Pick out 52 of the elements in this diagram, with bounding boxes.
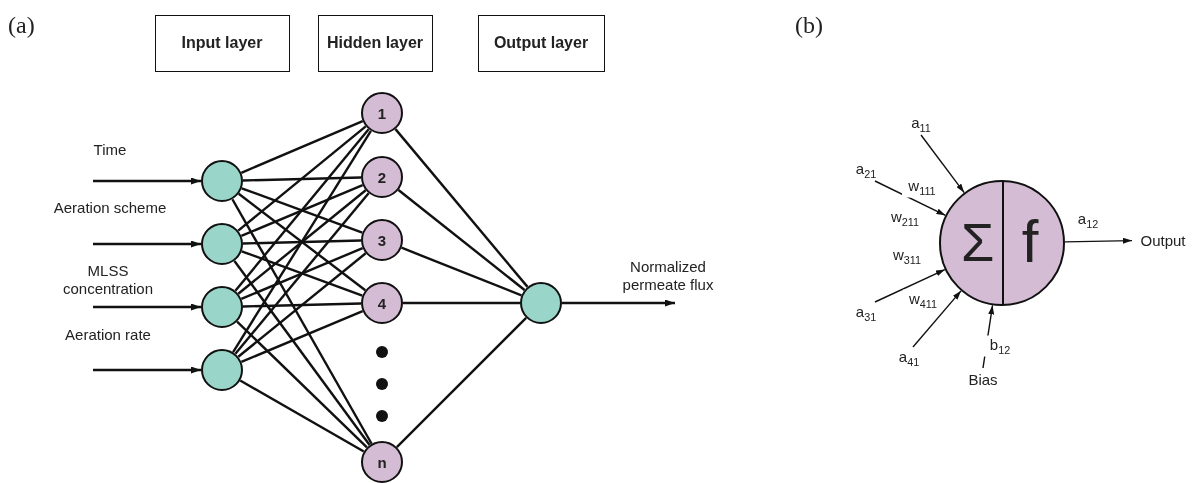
arrow (920, 134, 965, 194)
hidden-neuron-circle: 3 (361, 219, 403, 261)
connection-line (237, 125, 367, 232)
arrow (93, 177, 201, 185)
variable-label: Output (1132, 229, 1194, 251)
arrow (874, 180, 947, 217)
variable-label: a$_{11}$ (904, 113, 938, 135)
connection-line (242, 302, 362, 308)
layer-title-box: Hidden layer (317, 14, 433, 72)
connection-line (240, 120, 364, 174)
connection-line (242, 176, 362, 182)
arrow (912, 290, 962, 348)
neuron-circle (201, 349, 243, 391)
connection-line (242, 239, 362, 245)
summation-symbol: Σ (960, 214, 995, 269)
panel-label: (a) (8, 12, 35, 39)
arrow (1064, 237, 1133, 244)
neuron-circle (520, 282, 562, 324)
variable-label: a$_{41}$ (892, 347, 926, 369)
neuron-circle (201, 286, 243, 328)
neuron-circle (201, 160, 243, 202)
layer-title-box: Output layer (477, 14, 605, 72)
hidden-neuron-circle: 1 (361, 92, 403, 134)
connection-line (394, 128, 529, 288)
connection-line (234, 192, 370, 355)
variable-label: Bias (963, 368, 1003, 390)
connection-line (240, 310, 364, 363)
neuron-circle (201, 223, 243, 265)
panel-label: (b) (795, 12, 823, 39)
arrow (874, 268, 946, 303)
hidden-neuron-circle: 4 (361, 282, 403, 324)
connection-line (231, 198, 373, 445)
variable-label: a$_{31}$ (849, 302, 883, 324)
arrow (93, 303, 201, 311)
variable-label: a$_{21}$ (849, 159, 883, 181)
connection-line (396, 317, 527, 448)
connection-line (233, 260, 371, 446)
connection-line (237, 252, 367, 358)
arrow (562, 299, 675, 307)
arrow (93, 240, 201, 248)
connection-line (232, 130, 372, 353)
connection-line (239, 379, 365, 453)
connection-line (234, 128, 370, 292)
connection-line (236, 320, 368, 449)
connection-line (397, 189, 526, 291)
arrow (93, 366, 201, 374)
connection-line (401, 246, 522, 297)
hidden-neuron-circle: 2 (361, 156, 403, 198)
hidden-neuron-circle: n (361, 441, 403, 483)
layer-title-box: Input layer (154, 14, 290, 72)
activation-function-symbol: f (1021, 211, 1039, 272)
connection-line (403, 301, 520, 305)
